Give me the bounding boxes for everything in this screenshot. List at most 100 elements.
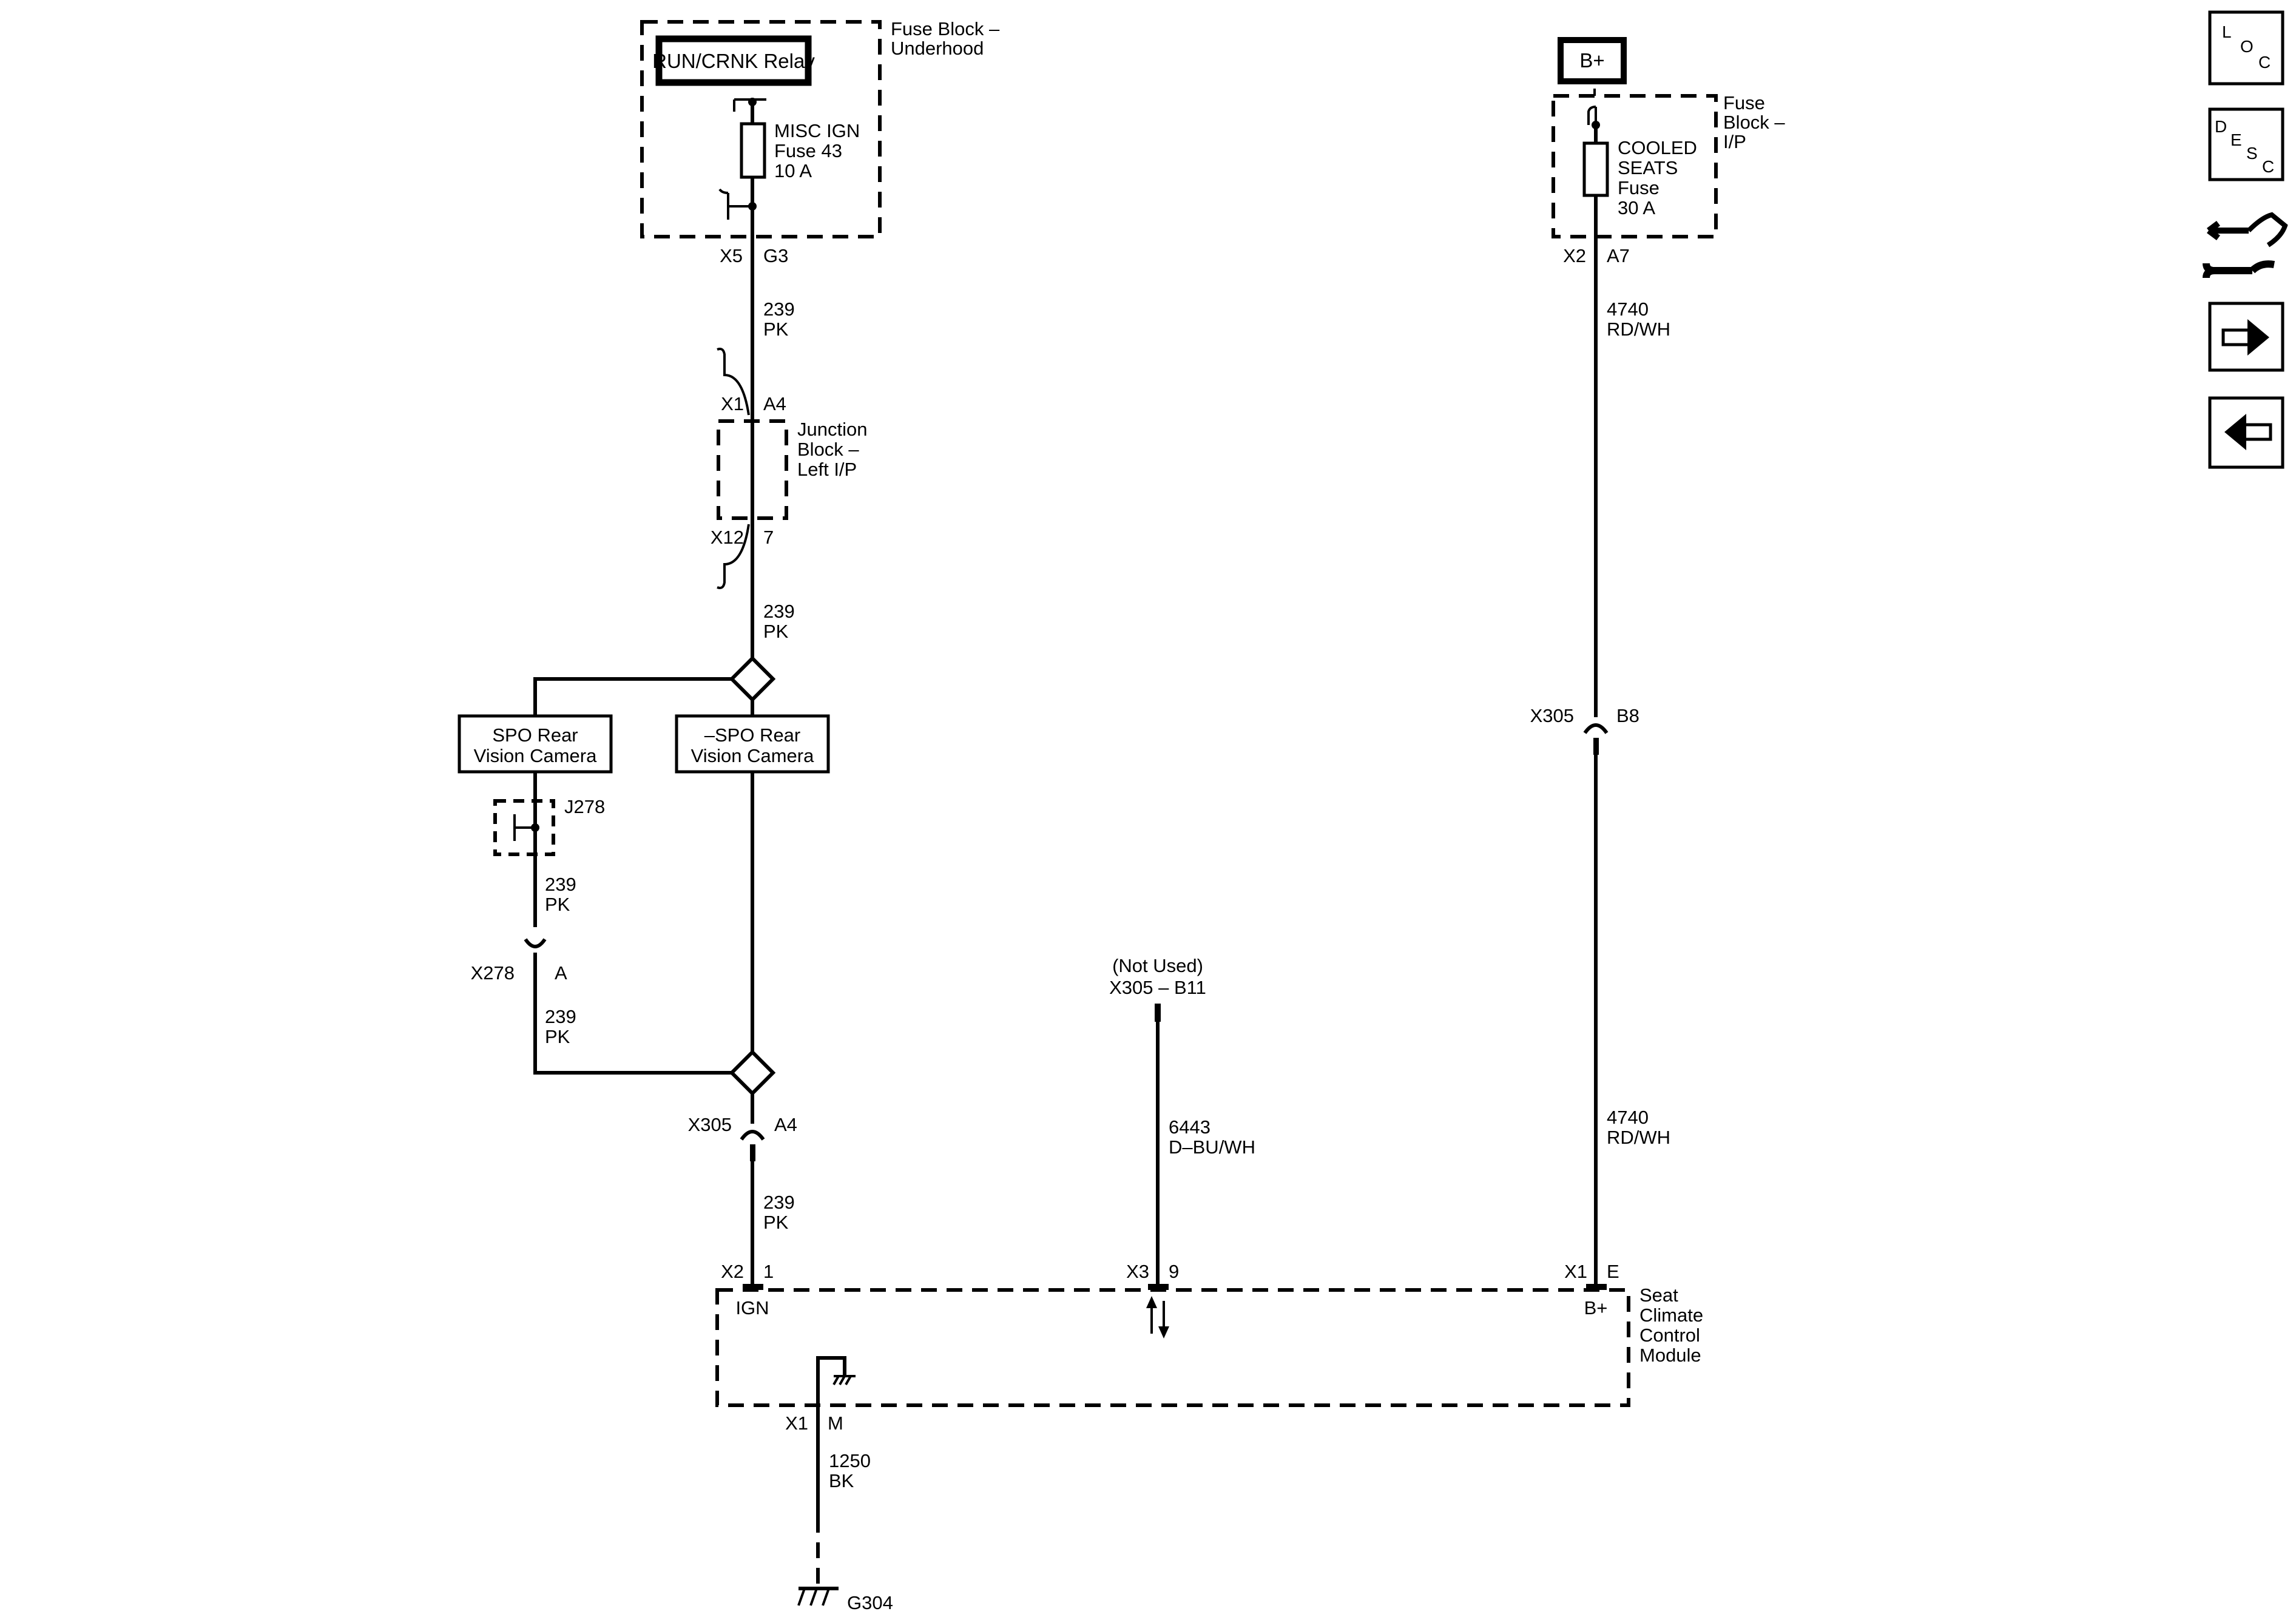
option-join-diamond-bottom xyxy=(729,1049,776,1096)
conn-x278-a: A xyxy=(555,962,567,984)
misc-ign-fuse-line1: MISC IGN xyxy=(774,120,860,141)
wire-239-after-j278-color: PK xyxy=(545,894,570,915)
misc-ign-fuse-line3: 10 A xyxy=(774,160,812,181)
junction-block-title-line1: Junction xyxy=(797,419,867,440)
module-outline xyxy=(715,1288,1630,1407)
desc-button[interactable]: D E S C xyxy=(2208,107,2284,181)
cooled-seats-fuse-line4: 30 A xyxy=(1618,197,1655,218)
wire-239-bottom-color: PK xyxy=(763,1212,789,1233)
fuse-block-ip: Fuse Block – I/P COOLED SEATS Fuse 30 A … xyxy=(1551,89,1785,266)
conn-x1-module: X1 xyxy=(1564,1261,1587,1282)
x12-connector-mark xyxy=(717,524,750,589)
ground-icon xyxy=(797,1587,839,1606)
wire-239-top-circuit: 239 xyxy=(763,299,795,320)
b-plus-label: B+ xyxy=(1579,49,1604,72)
b-plus-source: B+ xyxy=(1558,37,1627,84)
cooled-seats-fuse-line2: SEATS xyxy=(1618,157,1678,178)
x278-connector-mark xyxy=(524,938,547,948)
conn-j278: J278 xyxy=(564,796,605,817)
module-title-line3: Control xyxy=(1639,1325,1700,1346)
misc-ign-fuse-line2: Fuse 43 xyxy=(774,140,842,161)
b-plus-box xyxy=(1558,37,1627,84)
bplus-terminal-label: B+ xyxy=(1584,1297,1608,1318)
fuse-block-underhood-outline xyxy=(640,20,882,238)
module-title-line2: Climate xyxy=(1639,1305,1703,1326)
arrow-left-shaft xyxy=(2242,423,2272,441)
not-used-connector: X305 – B11 xyxy=(1109,977,1206,998)
x305-b8-connector-mark xyxy=(1583,723,1609,734)
arrow-right-shaft xyxy=(2221,328,2252,346)
cooled-seats-fuse-line1: COOLED xyxy=(1618,137,1697,158)
junction-block-left-ip: Junction Block – Left I/P xyxy=(717,419,867,521)
run-crnk-relay-box xyxy=(655,35,812,86)
junction-connector-x12-7: X12 7 xyxy=(711,524,774,589)
back-button[interactable] xyxy=(2208,396,2284,469)
fuse-block-ip-title-line3: I/P xyxy=(1723,131,1746,152)
conn-x305-b8-pin: B8 xyxy=(1616,705,1639,726)
spo-option-line2: Vision Camera xyxy=(474,745,598,766)
no-spo-option-line2: Vision Camera xyxy=(691,745,815,766)
conn-x12: X12 xyxy=(711,527,744,548)
x305-b11-pin xyxy=(1155,1004,1161,1022)
desc-button-frame xyxy=(2208,107,2284,181)
conn-x2-ip: X2 xyxy=(1563,245,1586,266)
data-terminal xyxy=(1148,1284,1169,1290)
conn-e-module: E xyxy=(1607,1261,1619,1282)
conn-x5: X5 xyxy=(720,245,743,266)
conn-x1: X1 xyxy=(721,393,744,414)
chassis-ground-strokes xyxy=(832,1375,856,1385)
bplus-terminal xyxy=(1586,1284,1607,1290)
conn-x3-module: X3 xyxy=(1126,1261,1149,1282)
wire-239-after-x278-circuit: 239 xyxy=(545,1006,576,1027)
module-title-line1: Seat xyxy=(1639,1284,1678,1306)
wire-239-top-color: PK xyxy=(763,319,789,340)
connector-wrench-icon xyxy=(2203,212,2288,279)
connector-x278: X278 A xyxy=(471,938,567,984)
j278-jumper-mark xyxy=(513,814,535,841)
cooled-seats-fuse-line3: Fuse xyxy=(1618,177,1660,198)
fuse-block-underhood: Fuse Block – Underhood RUN/CRNK Relay MI… xyxy=(640,18,1000,266)
conn-x305-a4-pin: A4 xyxy=(774,1114,797,1135)
conn-m-ground: M xyxy=(828,1413,843,1434)
arrow-right-icon xyxy=(2221,319,2269,356)
jumper-j278: J278 xyxy=(493,796,605,856)
wire-239-after-j278-circuit: 239 xyxy=(545,874,576,895)
loc-button-l: L xyxy=(2222,22,2232,41)
fuse-block-underhood-title-line1: Fuse Block – xyxy=(891,18,1000,39)
wire-4740-bottom-circuit: 4740 xyxy=(1607,1107,1649,1128)
conn-1-module: 1 xyxy=(763,1261,774,1282)
junction-connector-x1-a4: X1 A4 xyxy=(717,348,786,416)
wire-239-after-x278-color: PK xyxy=(545,1026,570,1047)
conn-x1-ground: X1 xyxy=(785,1413,808,1434)
conn-9-module: 9 xyxy=(1169,1261,1179,1282)
junction-block-title-line2: Block – xyxy=(797,439,859,460)
wire-239-after-jb-circuit: 239 xyxy=(763,601,795,622)
conn-7: 7 xyxy=(763,527,774,548)
x305-b8-pin xyxy=(1593,738,1599,755)
conn-a7: A7 xyxy=(1607,245,1630,266)
cooled-seats-fuse xyxy=(1582,141,1609,197)
loc-button-c: C xyxy=(2258,53,2271,72)
junction-block-title-line3: Left I/P xyxy=(797,459,857,480)
fuse-block-ip-title-line1: Fuse xyxy=(1723,92,1765,113)
wire-239-bottom-circuit: 239 xyxy=(763,1192,795,1213)
connector-tools-button[interactable] xyxy=(2203,212,2288,279)
option-split-diamond-top xyxy=(729,655,776,703)
ign-label: IGN xyxy=(735,1297,769,1318)
no-spo-option-line1: –SPO Rear xyxy=(704,724,801,746)
not-used-label: (Not Used) xyxy=(1112,955,1203,976)
conn-x278: X278 xyxy=(471,962,515,984)
next-button[interactable] xyxy=(2208,302,2284,372)
arrow-right-head xyxy=(2247,319,2269,356)
run-crnk-relay-label: RUN/CRNK Relay xyxy=(652,50,815,72)
chassis-ground-icon xyxy=(832,1375,856,1385)
connector-x305-a4: X305 A4 xyxy=(688,1114,797,1161)
desc-button-d: D xyxy=(2215,117,2227,136)
seat-climate-control-module: Seat Climate Control Module X2 1 IGN X3 … xyxy=(715,1261,1703,1434)
module-title-line4: Module xyxy=(1639,1345,1701,1366)
conn-x2-module: X2 xyxy=(721,1261,744,1282)
loc-button[interactable]: L O C xyxy=(2208,10,2284,86)
wire-239-after-jb-color: PK xyxy=(763,621,789,642)
fuse-block-ip-outline xyxy=(1551,94,1718,238)
